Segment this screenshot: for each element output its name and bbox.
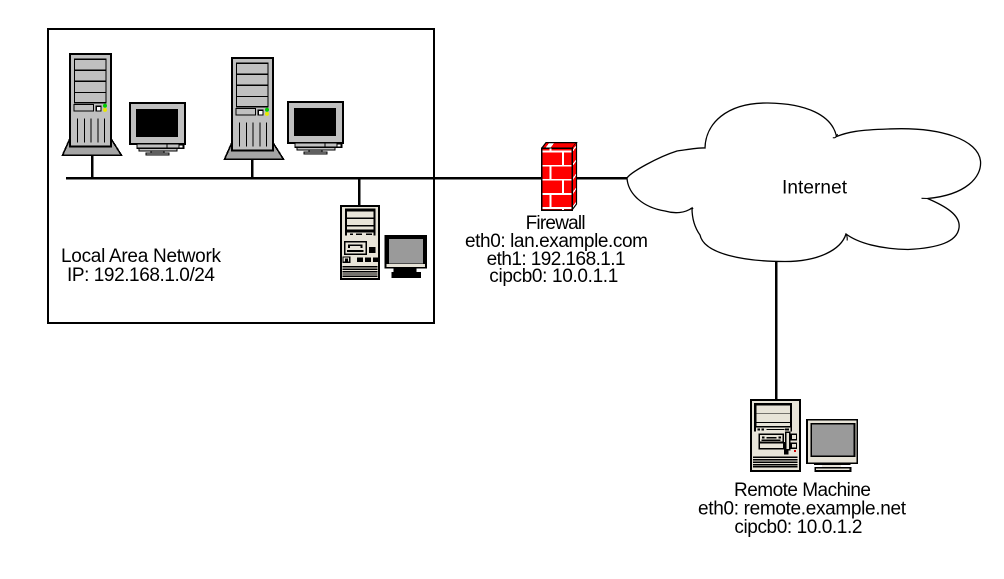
svg-text:Firewall: Firewall xyxy=(526,213,586,234)
svg-text:eth0: remote.example.net: eth0: remote.example.net xyxy=(698,499,907,520)
svg-text:eth1: 192.168.1.1: eth1: 192.168.1.1 xyxy=(487,249,626,270)
svg-text:cipcb0: 10.0.1.2: cipcb0: 10.0.1.2 xyxy=(734,517,862,538)
svg-text:Local Area Network: Local Area Network xyxy=(61,246,222,267)
svg-text:Remote Machine: Remote Machine xyxy=(734,480,871,501)
svg-text:eth0: lan.example.com: eth0: lan.example.com xyxy=(465,231,648,252)
svg-text:cipcb0: 10.0.1.1: cipcb0: 10.0.1.1 xyxy=(489,266,618,287)
svg-text:IP: 192.168.1.0/24: IP: 192.168.1.0/24 xyxy=(67,265,215,286)
svg-text:Internet: Internet xyxy=(782,178,848,199)
